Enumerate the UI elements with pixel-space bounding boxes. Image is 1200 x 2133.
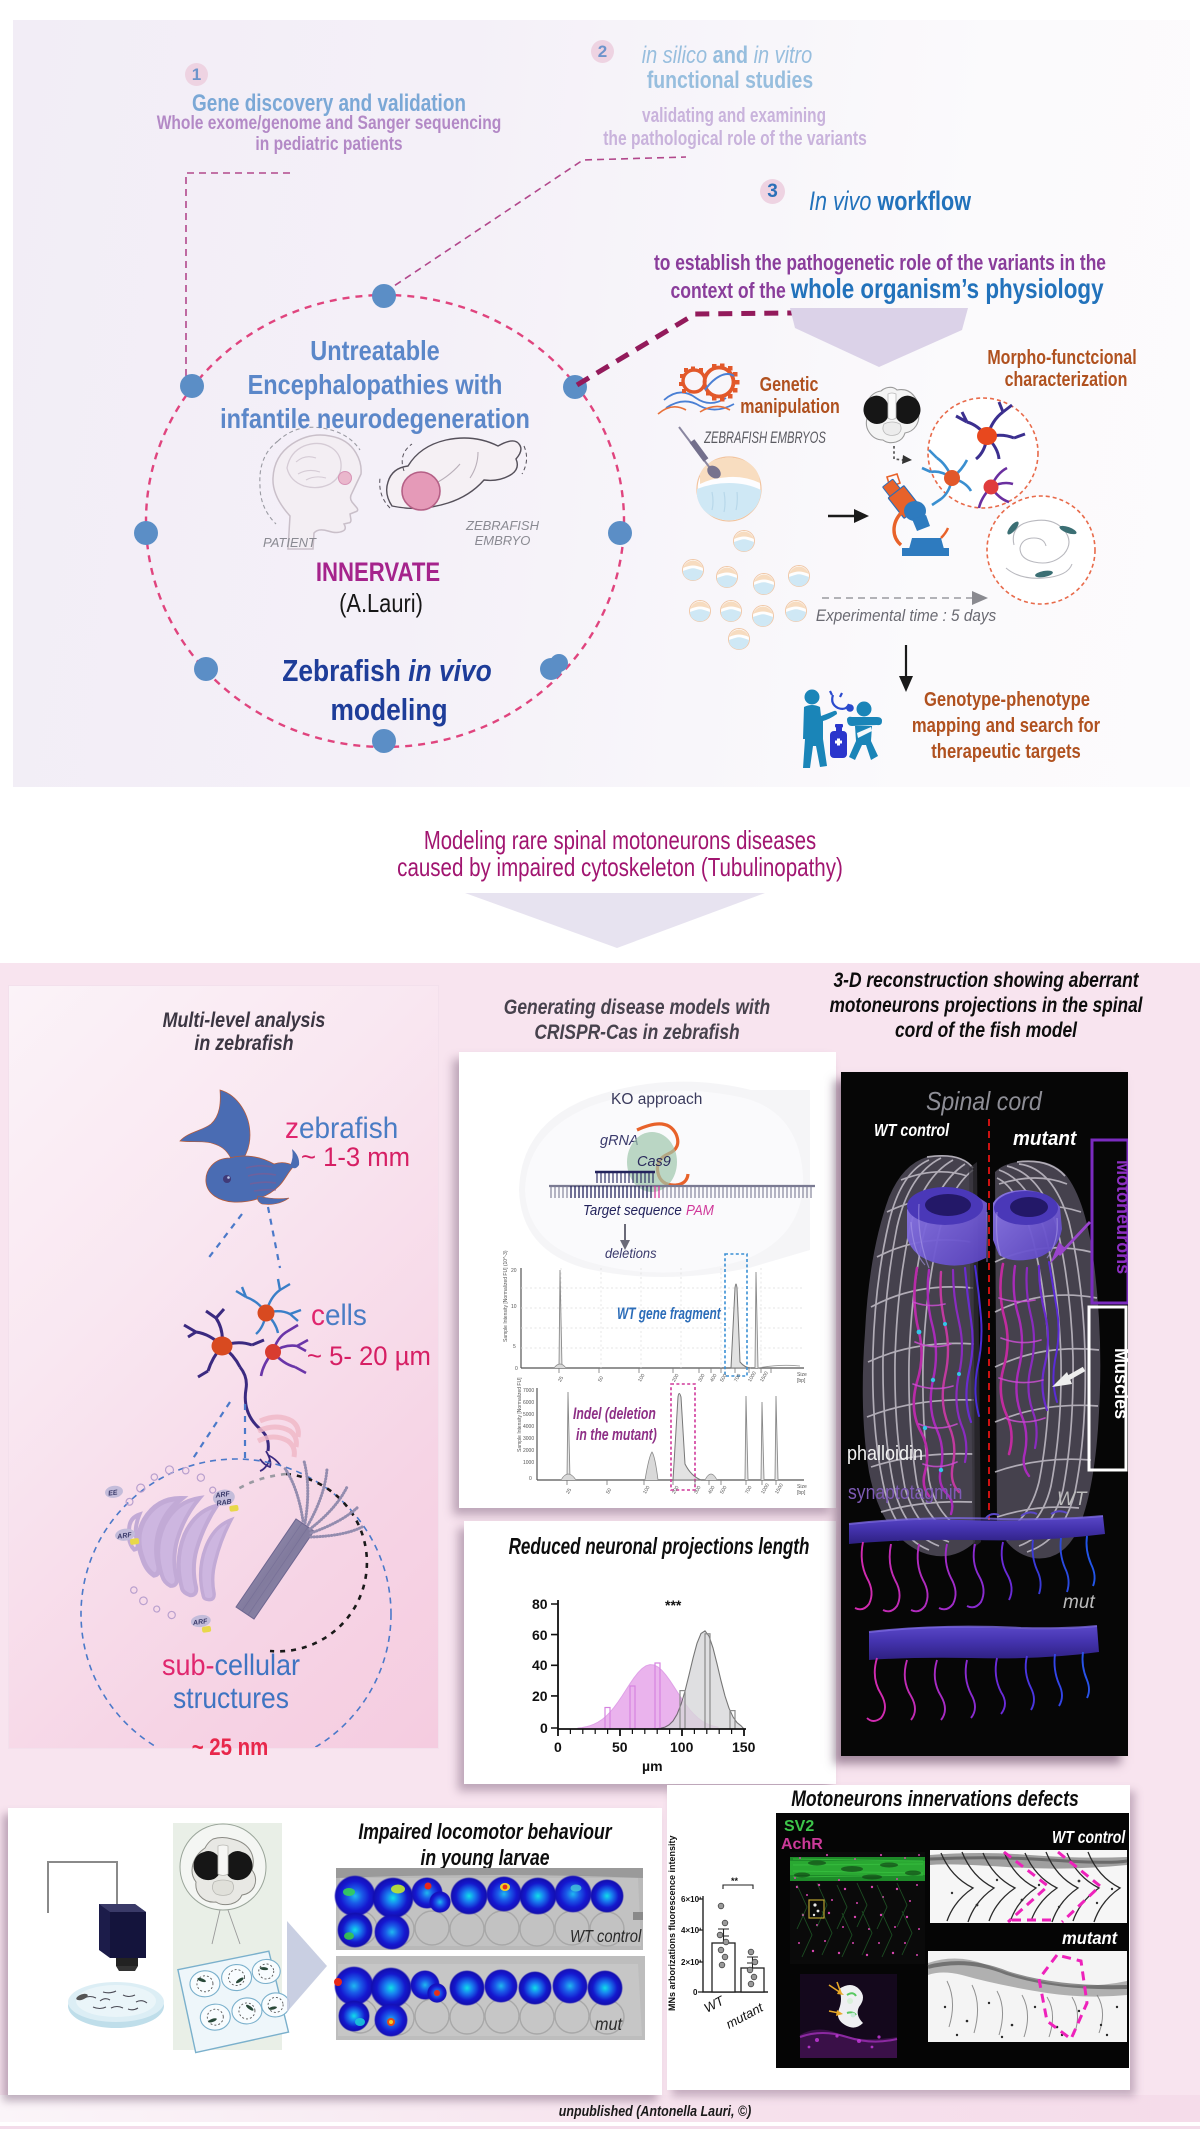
svg-text:WT gene fragment: WT gene fragment <box>617 1305 722 1324</box>
svg-text:20: 20 <box>511 1268 517 1274</box>
svg-text:WT: WT <box>1057 1489 1088 1510</box>
svg-text:400: 400 <box>709 1373 718 1383</box>
svg-text:Size: Size <box>797 1372 807 1378</box>
svg-text:100: 100 <box>637 1373 646 1383</box>
svg-text:10: 10 <box>511 1304 517 1310</box>
svg-text:2000: 2000 <box>523 1448 534 1454</box>
svg-text:gRNA: gRNA <box>600 1133 639 1149</box>
svg-text:500: 500 <box>719 1373 728 1383</box>
svg-text:5: 5 <box>513 1344 516 1350</box>
svg-text:RAB: RAB <box>216 1499 232 1508</box>
svg-text:phalloidin: phalloidin <box>847 1443 923 1465</box>
svg-text:0: 0 <box>515 1366 518 1372</box>
svg-text:MNs arborizations fluorescence: MNs arborizations fluorescence intensity <box>667 1835 677 2011</box>
svg-text:50: 50 <box>612 1739 628 1755</box>
svg-text:100: 100 <box>670 1739 694 1755</box>
svg-text:ARF: ARF <box>214 1491 231 1500</box>
svg-text:100: 100 <box>642 1485 651 1495</box>
svg-text:1000: 1000 <box>523 1460 534 1466</box>
svg-text:500: 500 <box>719 1485 728 1495</box>
svg-text:25: 25 <box>557 1375 565 1383</box>
svg-text:6000: 6000 <box>523 1400 534 1406</box>
svg-text:50: 50 <box>605 1487 613 1495</box>
svg-text:300: 300 <box>697 1373 706 1383</box>
svg-text:ARF: ARF <box>192 1618 209 1627</box>
svg-text:mutant: mutant <box>1013 1128 1078 1151</box>
svg-text:0: 0 <box>554 1739 562 1755</box>
svg-text:Motoneurons: Motoneurons <box>1113 1160 1128 1274</box>
svg-text:25: 25 <box>565 1487 573 1495</box>
svg-text:6×10¹: 6×10¹ <box>681 1895 702 1904</box>
svg-text:0: 0 <box>540 1720 548 1736</box>
svg-text:700: 700 <box>733 1373 742 1383</box>
svg-text:ARF: ARF <box>116 1532 133 1541</box>
svg-text:5000: 5000 <box>523 1412 534 1418</box>
svg-text:Indel (deletion: Indel (deletion <box>573 1405 656 1423</box>
svg-text:[bp]: [bp] <box>797 1490 806 1496</box>
svg-text:WT control: WT control <box>1052 1827 1126 1847</box>
svg-text:4×10¹: 4×10¹ <box>681 1926 702 1935</box>
svg-text:in the mutant): in the mutant) <box>576 1426 657 1444</box>
svg-text:mut: mut <box>1063 1592 1095 1613</box>
svg-text:WT: WT <box>701 1992 727 2015</box>
svg-text:700: 700 <box>744 1485 753 1495</box>
svg-text:***: *** <box>665 1597 682 1613</box>
svg-text:deletions: deletions <box>605 1246 657 1262</box>
svg-text:Size: Size <box>797 1484 807 1490</box>
svg-text:[bp]: [bp] <box>797 1378 806 1384</box>
svg-text:80: 80 <box>532 1596 548 1612</box>
svg-text:SV2: SV2 <box>784 1818 814 1835</box>
svg-text:200: 200 <box>671 1485 680 1495</box>
svg-text:PAM: PAM <box>686 1201 714 1218</box>
svg-text:Sample Intensity [Normalized F: Sample Intensity [Normalized FU] (10^-3) <box>503 1250 509 1342</box>
svg-text:20: 20 <box>532 1688 548 1704</box>
svg-text:1000: 1000 <box>760 1482 771 1495</box>
svg-text:**: ** <box>731 1876 739 1886</box>
svg-text:3000: 3000 <box>523 1436 534 1442</box>
svg-text:AchR: AchR <box>781 1836 823 1853</box>
svg-text:µm: µm <box>642 1758 663 1774</box>
svg-text:0: 0 <box>693 1988 698 1997</box>
svg-text:4000: 4000 <box>523 1424 534 1430</box>
svg-text:50: 50 <box>597 1375 605 1383</box>
svg-text:150: 150 <box>732 1739 756 1755</box>
svg-text:Target sequence: Target sequence <box>583 1201 682 1218</box>
svg-text:Cas9: Cas9 <box>637 1154 671 1170</box>
svg-text:mutant: mutant <box>1062 1927 1118 1948</box>
svg-text:Spinal cord: Spinal cord <box>926 1088 1043 1117</box>
svg-text:EE: EE <box>108 1489 119 1497</box>
svg-text:40: 40 <box>532 1657 548 1673</box>
svg-text:mut: mut <box>595 2014 623 2034</box>
svg-text:1500: 1500 <box>759 1370 770 1383</box>
svg-text:1000: 1000 <box>747 1370 758 1383</box>
svg-text:WT control: WT control <box>570 1927 642 1947</box>
svg-text:400: 400 <box>707 1485 716 1495</box>
svg-text:mutant: mutant <box>723 1999 766 2032</box>
svg-text:WT control: WT control <box>874 1121 950 1141</box>
svg-text:1500: 1500 <box>774 1482 785 1495</box>
svg-text:0: 0 <box>529 1476 532 1482</box>
svg-text:KO approach: KO approach <box>611 1091 702 1108</box>
svg-text:7000: 7000 <box>523 1388 534 1394</box>
svg-text:Muscles: Muscles <box>1111 1348 1128 1419</box>
svg-text:60: 60 <box>532 1627 548 1643</box>
svg-text:2×10¹: 2×10¹ <box>681 1958 702 1967</box>
svg-text:200: 200 <box>671 1373 680 1383</box>
svg-text:300: 300 <box>693 1485 702 1495</box>
svg-text:Sample Intensity [Normalized F: Sample Intensity [Normalized FU] <box>517 1377 523 1452</box>
svg-text:synaptotagmin: synaptotagmin <box>848 1481 962 1503</box>
